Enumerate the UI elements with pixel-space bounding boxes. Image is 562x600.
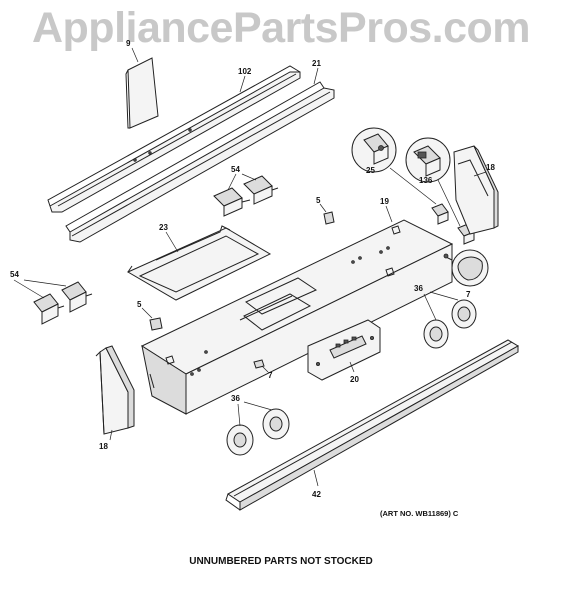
- part-20-display-module[interactable]: [307, 319, 381, 381]
- callout-21: 21: [312, 59, 321, 68]
- part-102-bar[interactable]: [47, 65, 301, 213]
- callout-5-upper: 5: [316, 196, 321, 205]
- part-21-trim[interactable]: [65, 67, 335, 243]
- callout-42: 42: [312, 490, 321, 499]
- callout-25: 25: [366, 166, 375, 175]
- part-136-switch-detail[interactable]: [405, 137, 461, 227]
- callout-54-lower: 54: [10, 270, 19, 279]
- part-23-bracket[interactable]: [126, 225, 272, 301]
- callout-5-lower: 5: [137, 300, 142, 309]
- callout-18-left: 18: [99, 442, 108, 451]
- callout-7-right: 7: [466, 290, 471, 299]
- callout-18-right: 18: [486, 163, 495, 172]
- part-18-end-bracket-right[interactable]: [453, 145, 499, 235]
- callout-36-lower: 36: [231, 394, 240, 403]
- footer-note: UNNUMBERED PARTS NOT STOCKED: [189, 556, 373, 567]
- callout-9: 9: [126, 39, 131, 48]
- callout-136: 136: [419, 176, 433, 185]
- callout-7-lower: 7: [268, 371, 273, 380]
- part-36-knobs-right[interactable]: [423, 291, 477, 349]
- part-5-clip-lower[interactable]: [141, 307, 163, 331]
- part-9-literature[interactable]: [125, 47, 159, 129]
- part-25-switch-detail[interactable]: [351, 127, 437, 205]
- part-36-knobs-lower[interactable]: [226, 401, 290, 456]
- watermark: AppliancePartsPros.com: [31, 4, 531, 52]
- part-19-control-panel[interactable]: [140, 205, 454, 415]
- callout-23: 23: [159, 223, 168, 232]
- part-18-end-bracket-left[interactable]: [95, 345, 135, 441]
- part-7-small-lower[interactable]: [253, 359, 269, 373]
- callout-19: 19: [380, 197, 389, 206]
- part-5-clip-upper[interactable]: [319, 203, 335, 225]
- callout-20: 20: [350, 375, 359, 384]
- callout-102: 102: [238, 67, 252, 76]
- art-number: (ART NO. WB11869) C: [380, 509, 459, 518]
- part-42-lower-trim[interactable]: [225, 339, 519, 511]
- callout-54-upper: 54: [231, 165, 240, 174]
- part-54-switch-upper[interactable]: [213, 173, 279, 217]
- part-54-switch-lower[interactable]: [13, 279, 93, 325]
- part-7-detail-right[interactable]: [443, 249, 489, 287]
- callout-36-right: 36: [414, 284, 423, 293]
